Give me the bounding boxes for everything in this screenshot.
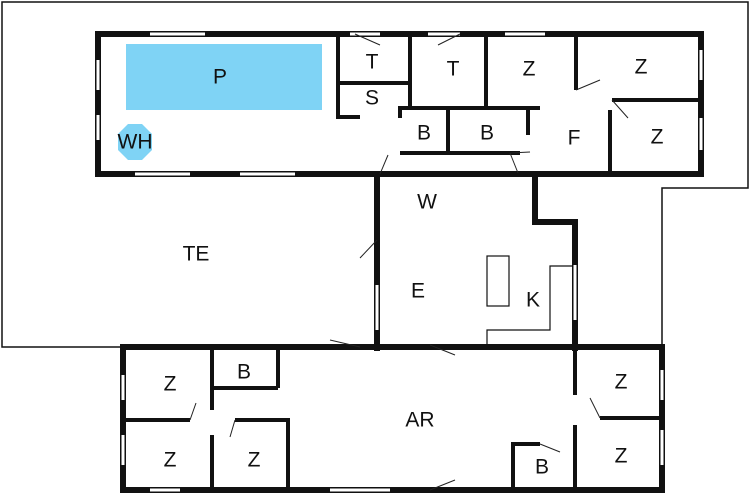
room-label-bedroom-8: Z xyxy=(615,445,628,468)
room-label-living: W xyxy=(417,191,437,214)
room-label-pool: P xyxy=(213,66,227,89)
room-label-whirlpool: WH xyxy=(118,131,153,154)
room-label-bedroom-3: Z xyxy=(651,126,664,149)
room-label-bathroom-4: B xyxy=(535,456,549,479)
room-label-bedroom-6: Z xyxy=(248,449,261,472)
room-label-bedroom-2: Z xyxy=(635,56,648,79)
room-label-dining: E xyxy=(411,280,425,303)
room-label-bathroom-2: B xyxy=(480,122,494,145)
room-label-bedroom-4: Z xyxy=(164,373,177,396)
doors xyxy=(189,32,629,491)
room-label-terrace: TE xyxy=(183,243,210,266)
walls xyxy=(95,31,704,493)
room-label-kitchen: K xyxy=(526,289,540,312)
room-label-toilet-1: T xyxy=(366,51,379,74)
room-label-workroom: AR xyxy=(405,409,434,432)
room-label-bedroom-7: Z xyxy=(615,371,628,394)
pool xyxy=(126,44,322,110)
room-label-hall: F xyxy=(568,127,581,150)
terrace-outline xyxy=(1,1,749,348)
room-label-bedroom-5: Z xyxy=(164,449,177,472)
windows xyxy=(96,32,703,492)
room-label-bathroom-3: B xyxy=(237,361,251,384)
room-label-sauna: S xyxy=(365,87,379,110)
room-label-toilet-2: T xyxy=(447,58,460,81)
whirlpool xyxy=(118,124,152,160)
room-label-bedroom-1: Z xyxy=(523,58,536,81)
room-label-bathroom-1: B xyxy=(417,122,431,145)
